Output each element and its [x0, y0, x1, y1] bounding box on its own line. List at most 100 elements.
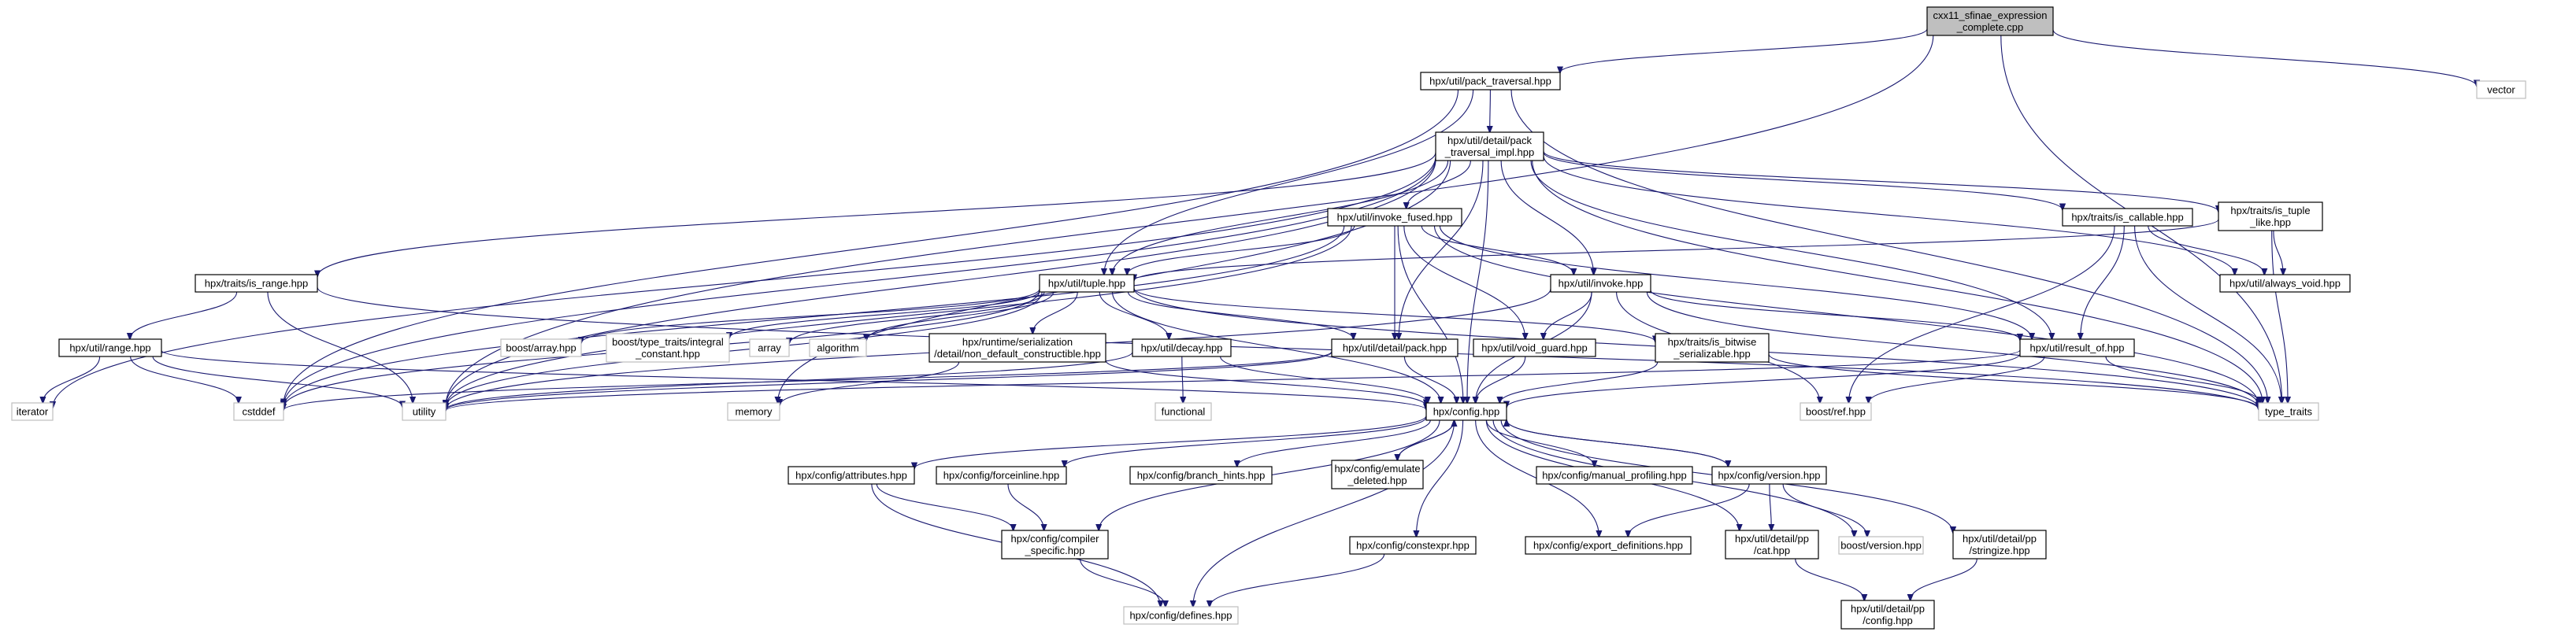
node-label: hpx/config/compiler [1011, 533, 1100, 545]
node-pack-traversal-impl[interactable]: hpx/util/detail/pack_traversal_impl.hpp [1435, 131, 1544, 161]
node-void-guard[interactable]: hpx/util/void_guard.hpp [1473, 338, 1596, 357]
edge-pack_traversal_impl-to-pack [1399, 160, 1484, 339]
edge-version-to-export_definitions [1628, 483, 1750, 537]
node-range[interactable]: hpx/util/range.hpp [58, 338, 162, 357]
edge-pack-to-cstddef [284, 351, 1332, 411]
node-label: _like.hpp [2249, 216, 2291, 228]
node-tuple[interactable]: hpx/util/tuple.hpp [1039, 274, 1135, 293]
node-invoke-fused[interactable]: hpx/util/invoke_fused.hpp [1327, 208, 1462, 227]
edge-pack_traversal_impl-to-tuple [1112, 160, 1449, 275]
node-label: hpx/util/detail/pack [1447, 135, 1532, 146]
edge-decay-to-functional [1182, 356, 1183, 403]
node-label: hpx/traits/is_callable.hpp [2071, 212, 2183, 223]
node-branch-hints[interactable]: hpx/config/branch_hints.hpp [1129, 466, 1273, 485]
edge-is_range-to-utility [267, 291, 413, 403]
edge-tuple-to-decay [1099, 291, 1169, 339]
edge-void_guard-to-config [1476, 356, 1526, 403]
nodes-layer: cxx11_sfinae_expression_complete.cpp hpx/… [11, 6, 2526, 630]
node-integral-constant: boost/type_traits/integral_constant.hpp [606, 333, 730, 363]
node-box [2219, 274, 2351, 293]
edge-pack_traversal-to-tuple [1104, 89, 1474, 275]
node-label: vector [2487, 84, 2515, 96]
node-pp-cat[interactable]: hpx/util/detail/pp/cat.hpp [1725, 530, 1819, 560]
edges-layer [43, 28, 2477, 607]
node-forceinline[interactable]: hpx/config/forceinline.hpp [936, 466, 1067, 485]
edge-pack_traversal_impl-to-is_range [317, 152, 1436, 277]
edge-is_callable-to-result_of [2081, 225, 2125, 339]
edge-pack_traversal-to-cstddef [284, 89, 1459, 405]
edge-pack_traversal-to-pack_traversal_impl [1490, 89, 1491, 132]
node-box [1327, 208, 1462, 227]
node-cstddef: cstddef [233, 402, 284, 421]
node-box [2258, 402, 2319, 421]
node-label: hpx/util/detail/pp [1851, 603, 1925, 615]
node-box [1331, 460, 1424, 489]
node-result-of[interactable]: hpx/util/result_of.hpp [2019, 338, 2135, 357]
edge-range-to-utility [152, 356, 402, 407]
node-boost-ref: boost/ref.hpp [1799, 402, 1872, 421]
edge-pack-to-config [1403, 356, 1456, 403]
node-label: hpx/config/version.hpp [1718, 470, 1820, 482]
node-box [749, 338, 790, 357]
node-compiler-specific[interactable]: hpx/config/compiler_specific.hpp [1001, 530, 1109, 560]
edge-pp_stringize-to-pp_config [1911, 558, 1977, 600]
node-label: hpx/traits/is_range.hpp [205, 278, 309, 290]
node-is-range[interactable]: hpx/traits/is_range.hpp [195, 274, 318, 293]
node-pack[interactable]: hpx/util/detail/pack.hpp [1331, 338, 1458, 357]
node-non-default[interactable]: hpx/runtime/serialization/detail/non_def… [928, 333, 1106, 363]
node-label: hpx/util/detail/pp [1963, 533, 2037, 545]
node-label: boost/ref.hpp [1806, 406, 1866, 418]
edge-pack_traversal_impl-to-utility [446, 160, 1436, 406]
edge-pack_traversal_impl-to-config [1467, 160, 1489, 403]
node-box [1132, 338, 1232, 357]
edge-pack_traversal_impl-to-is_callable [1543, 152, 2063, 210]
node-pack-traversal[interactable]: hpx/util/pack_traversal.hpp [1420, 72, 1561, 90]
node-box [1926, 6, 2054, 36]
node-export-definitions[interactable]: hpx/config/export_definitions.hpp [1525, 536, 1692, 555]
edge-compiler_specific-to-defines [1079, 558, 1166, 607]
node-is-callable[interactable]: hpx/traits/is_callable.hpp [2062, 208, 2193, 227]
node-attributes[interactable]: hpx/config/attributes.hpp [788, 466, 915, 485]
edge-pack_traversal_impl-to-is_tuple_like [1543, 150, 2218, 212]
node-label: _deleted.hpp [1347, 475, 1407, 486]
node-box [1473, 338, 1596, 357]
edge-range-to-config [161, 349, 1426, 409]
node-root[interactable]: cxx11_sfinae_expression_complete.cpp [1926, 6, 2054, 36]
edge-constexpr-to-defines [1210, 553, 1385, 607]
node-manual-profiling[interactable]: hpx/config/manual_profiling.hpp [1536, 466, 1693, 485]
node-box [809, 338, 867, 357]
edge-attributes-to-compiler_specific [876, 483, 1013, 530]
node-algorithm: algorithm [809, 338, 867, 357]
node-box [1655, 333, 1770, 363]
node-box [195, 274, 318, 293]
node-is-bitwise[interactable]: hpx/traits/is_bitwise_serializable.hpp [1655, 333, 1770, 363]
edge-invoke-to-void_guard [1544, 291, 1592, 339]
edge-invoke_fused-to-result_of [1439, 225, 2032, 339]
node-config[interactable]: hpx/config.hpp [1425, 402, 1507, 421]
node-pp-stringize[interactable]: hpx/util/detail/pp/stringize.hpp [1952, 530, 2047, 560]
node-box [1435, 131, 1544, 161]
node-label: hpx/traits/is_bitwise [1668, 336, 1757, 348]
node-box [606, 333, 730, 363]
edge-pack_traversal_impl-to-cstddef [284, 157, 1436, 406]
node-box [2062, 208, 2193, 227]
node-is-tuple-like[interactable]: hpx/traits/is_tuple_like.hpp [2218, 201, 2323, 231]
node-label: hpx/util/tuple.hpp [1048, 278, 1125, 290]
edge-config-to-manual_profiling [1485, 419, 1595, 467]
node-always-void[interactable]: hpx/util/always_void.hpp [2219, 274, 2351, 293]
node-label: /detail/non_default_constructible.hpp [934, 348, 1101, 360]
node-invoke[interactable]: hpx/util/invoke.hpp [1550, 274, 1651, 293]
node-version[interactable]: hpx/config/version.hpp [1711, 466, 1827, 485]
node-constexpr[interactable]: hpx/config/constexpr.hpp [1349, 536, 1477, 555]
node-box [1536, 466, 1693, 485]
node-box [1711, 466, 1827, 485]
node-emulate-deleted[interactable]: hpx/config/emulate_deleted.hpp [1331, 460, 1424, 489]
node-label: boost/version.hpp [1840, 540, 1922, 552]
node-pp-config[interactable]: hpx/util/detail/pp/config.hpp [1840, 600, 1935, 630]
node-decay[interactable]: hpx/util/decay.hpp [1132, 338, 1232, 357]
node-box [1155, 402, 1212, 421]
node-label: cstddef [243, 406, 276, 418]
node-label: /cat.hpp [1754, 545, 1790, 556]
edge-is_callable-to-boost_ref [1849, 225, 2115, 403]
